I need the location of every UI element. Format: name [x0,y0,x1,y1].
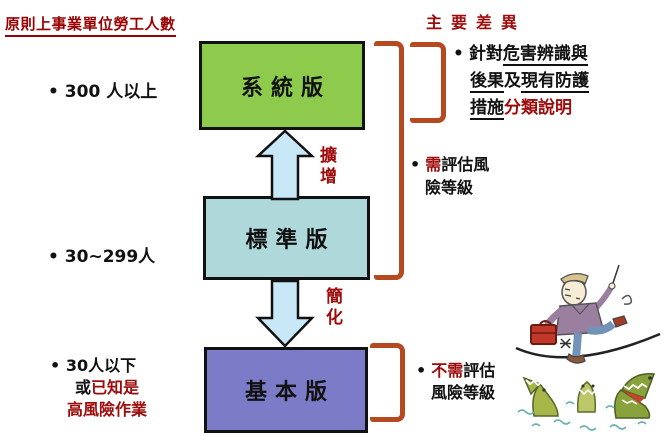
box-standard-version-label: 標準版 [245,228,336,253]
label-high-risk: 高風險作業 [66,400,147,419]
label-300-plus: • 300 人以上 [48,77,157,102]
bullet-dot: • [416,361,427,380]
bracket-basic [370,343,405,422]
label-30-under-text: 30人以下 [65,356,137,375]
label-30-under: • 30人以下 或已知是 高風險作業 [40,355,174,421]
bullet-dot: • [410,155,421,174]
diff3-run-plain: 風險等級 [431,383,496,402]
bullet-dot: • [48,247,59,267]
diff3-run-red: 不需 [431,361,464,380]
diff2-line2: 險等級 [410,176,489,199]
box-standard-version: 標準版 [203,196,370,280]
label-or: 或 [74,378,91,397]
label-30-299: • 30~299人 [48,242,155,267]
difference-item-need-assessment: •需評估風 險等級 [410,153,489,199]
label-30-299-text: 30~299人 [64,247,156,267]
bullet-dot: • [453,44,464,64]
diff1-run-plain: 針對 [468,44,503,64]
simplify-down-arrow-icon [255,279,315,348]
label-or-known: 或已知是 [40,377,174,399]
diff1-line2: 後果及現有防護 [453,68,589,95]
diff2-run-red: 需 [425,155,442,174]
difference-item-no-assessment: •不需評估 風險等級 [416,360,495,404]
bracket-system-standard [374,41,404,280]
expand-up-arrow-icon [254,129,316,201]
diff1-run-red: 分類說明 [504,98,572,118]
diff1-line1: •針對危害辨識與 [453,41,589,68]
diff1-run-plain: 及 [504,71,521,91]
diff1-run-underline: 現有防護 [521,71,589,93]
diff1-run-underline: 後果 [470,71,504,93]
tightrope-line [515,332,661,359]
label-30-under-line1: • 30人以下 [40,355,174,377]
bullet-dot: • [48,82,59,102]
tightrope-walker-crocodiles-illustration [515,264,661,431]
simplify-arrow-label: 簡化 [322,287,342,329]
diff2-run-plain: 評估風 [441,155,490,174]
diff2-line1: •需評估風 [410,153,489,176]
box-system-version: 系統版 [199,41,365,130]
diff1-run-underline: 措施 [470,98,504,120]
bracket-classification [410,42,446,123]
diff3-line1: •不需評估 [416,360,495,382]
label-300-plus-text: 300 人以上 [64,82,158,102]
difference-item-classification: •針對危害辨識與 後果及現有防護 措施分類說明 [453,41,589,122]
expand-arrow-label: 擴增 [316,146,336,188]
main-differences-title: 主要差異 [426,13,527,32]
box-system-version-label: 系統版 [240,75,331,101]
bullet-dot: • [50,356,61,375]
diff3-line2: 風險等級 [416,382,495,404]
box-basic-version-label: 基本版 [244,380,335,405]
workers-count-title: 原則上事業單位勞工人數 [5,13,176,37]
diff1-line3: 措施分類說明 [453,95,589,122]
diff1-run-underline: 危害辨識與 [502,44,588,66]
diff3-run-plain: 評估 [463,361,496,380]
diff2-run-plain: 險等級 [425,178,474,197]
label-known: 已知是 [91,378,140,397]
box-basic-version: 基本版 [204,347,368,433]
